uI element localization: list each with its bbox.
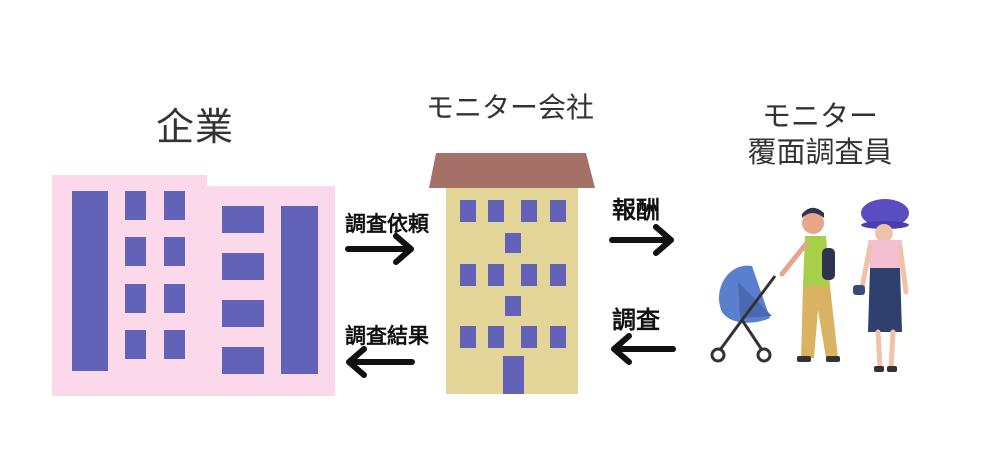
arrow-survey-request — [345, 233, 414, 265]
man-figure — [779, 207, 840, 362]
mystery-shopper-label: モニター 覆面調査員 — [715, 98, 925, 170]
survey-results-label: 調査結果 — [345, 324, 429, 348]
monitor-company-building — [429, 153, 595, 394]
arrow-survey — [611, 333, 676, 365]
mystery-shopper-label-line2: 覆面調査員 — [747, 135, 893, 169]
woman-figure — [853, 199, 909, 372]
company-building — [52, 175, 335, 396]
monitor-company-label: モニター会社 — [425, 91, 594, 124]
survey-label: 調査 — [612, 306, 660, 334]
arrow-reward — [609, 224, 674, 256]
company-label: 企業 — [155, 105, 234, 149]
arrow-survey-results — [346, 346, 415, 378]
mystery-shopper-label-line1: モニター — [761, 99, 878, 133]
stroller-icon — [710, 265, 777, 363]
survey-request-label: 調査依頼 — [345, 212, 429, 236]
reward-label: 報酬 — [612, 196, 660, 224]
